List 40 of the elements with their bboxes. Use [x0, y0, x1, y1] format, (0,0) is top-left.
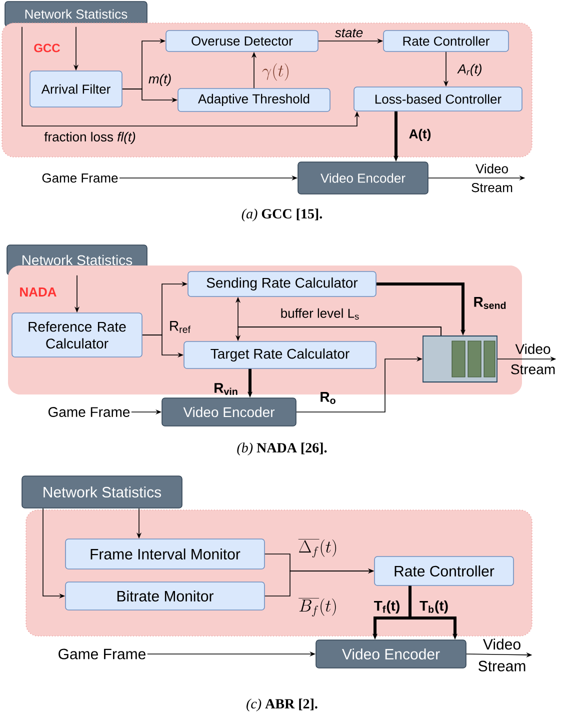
process-box: Rate Controller — [383, 30, 509, 52]
process-box: Sending Rate Calculator — [188, 271, 376, 297]
edge-label: R$_{send}$ — [474, 297, 506, 309]
input-label: Game Frame — [42, 173, 118, 183]
edge-label: $\gamma(t)$ — [262, 63, 288, 81]
process-box: Arrival Filter — [30, 70, 122, 108]
edge-label: A$_{r}$(t) — [457, 64, 482, 76]
edge-label: R$_{ref}$ — [170, 321, 191, 333]
source-box: Video Encoder — [162, 398, 296, 426]
edge-label: $\overline{B_f}(t)$ — [298, 598, 336, 616]
edge-label: T$_{b}$(t) — [420, 600, 448, 614]
process-box: Overuse Detector — [166, 30, 318, 52]
edge-label: R$_{vin}$ — [214, 383, 238, 395]
caption: (b) NADA [26]. — [237, 442, 327, 456]
input-label: Game Frame — [48, 407, 130, 417]
source-box: Video Encoder — [298, 162, 428, 194]
caption: (c) ABR [2]. — [246, 698, 318, 712]
edge-label: m(t) — [148, 74, 171, 86]
process-box: Loss-based Controller — [354, 86, 522, 112]
process-box: Adaptive Threshold — [178, 88, 330, 112]
edge-label: A(t) — [409, 128, 431, 142]
process-box: Reference Rate Calculator — [12, 312, 142, 358]
edge-label: fraction loss fl(t) — [44, 132, 136, 144]
edge-label: T$_{f}$(t) — [374, 600, 400, 614]
edge-label: R$_{o}$ — [320, 392, 336, 404]
output-label: Video Stream — [478, 638, 526, 672]
input-label: Game Frame — [58, 648, 146, 660]
process-box: Frame Interval Monitor — [65, 538, 265, 570]
output-label: Video Stream — [472, 164, 512, 192]
process-box: Bitrate Monitor — [65, 582, 265, 610]
source-box: Network Statistics — [22, 476, 182, 508]
source-box: Video Encoder — [316, 640, 466, 668]
edge-label: $\overline{\Delta_f}(t)$ — [298, 539, 336, 558]
buffer-queue-drawing — [422, 336, 498, 382]
edge-label: buffer level L$_{s}$ — [281, 308, 359, 320]
edge-label: state — [334, 28, 363, 38]
process-box: Target Rate Calculator — [184, 341, 376, 369]
process-box: Rate Controller — [374, 556, 514, 586]
output-label: Video Stream — [511, 344, 555, 374]
caption: (a) GCC [15]. — [242, 208, 322, 222]
